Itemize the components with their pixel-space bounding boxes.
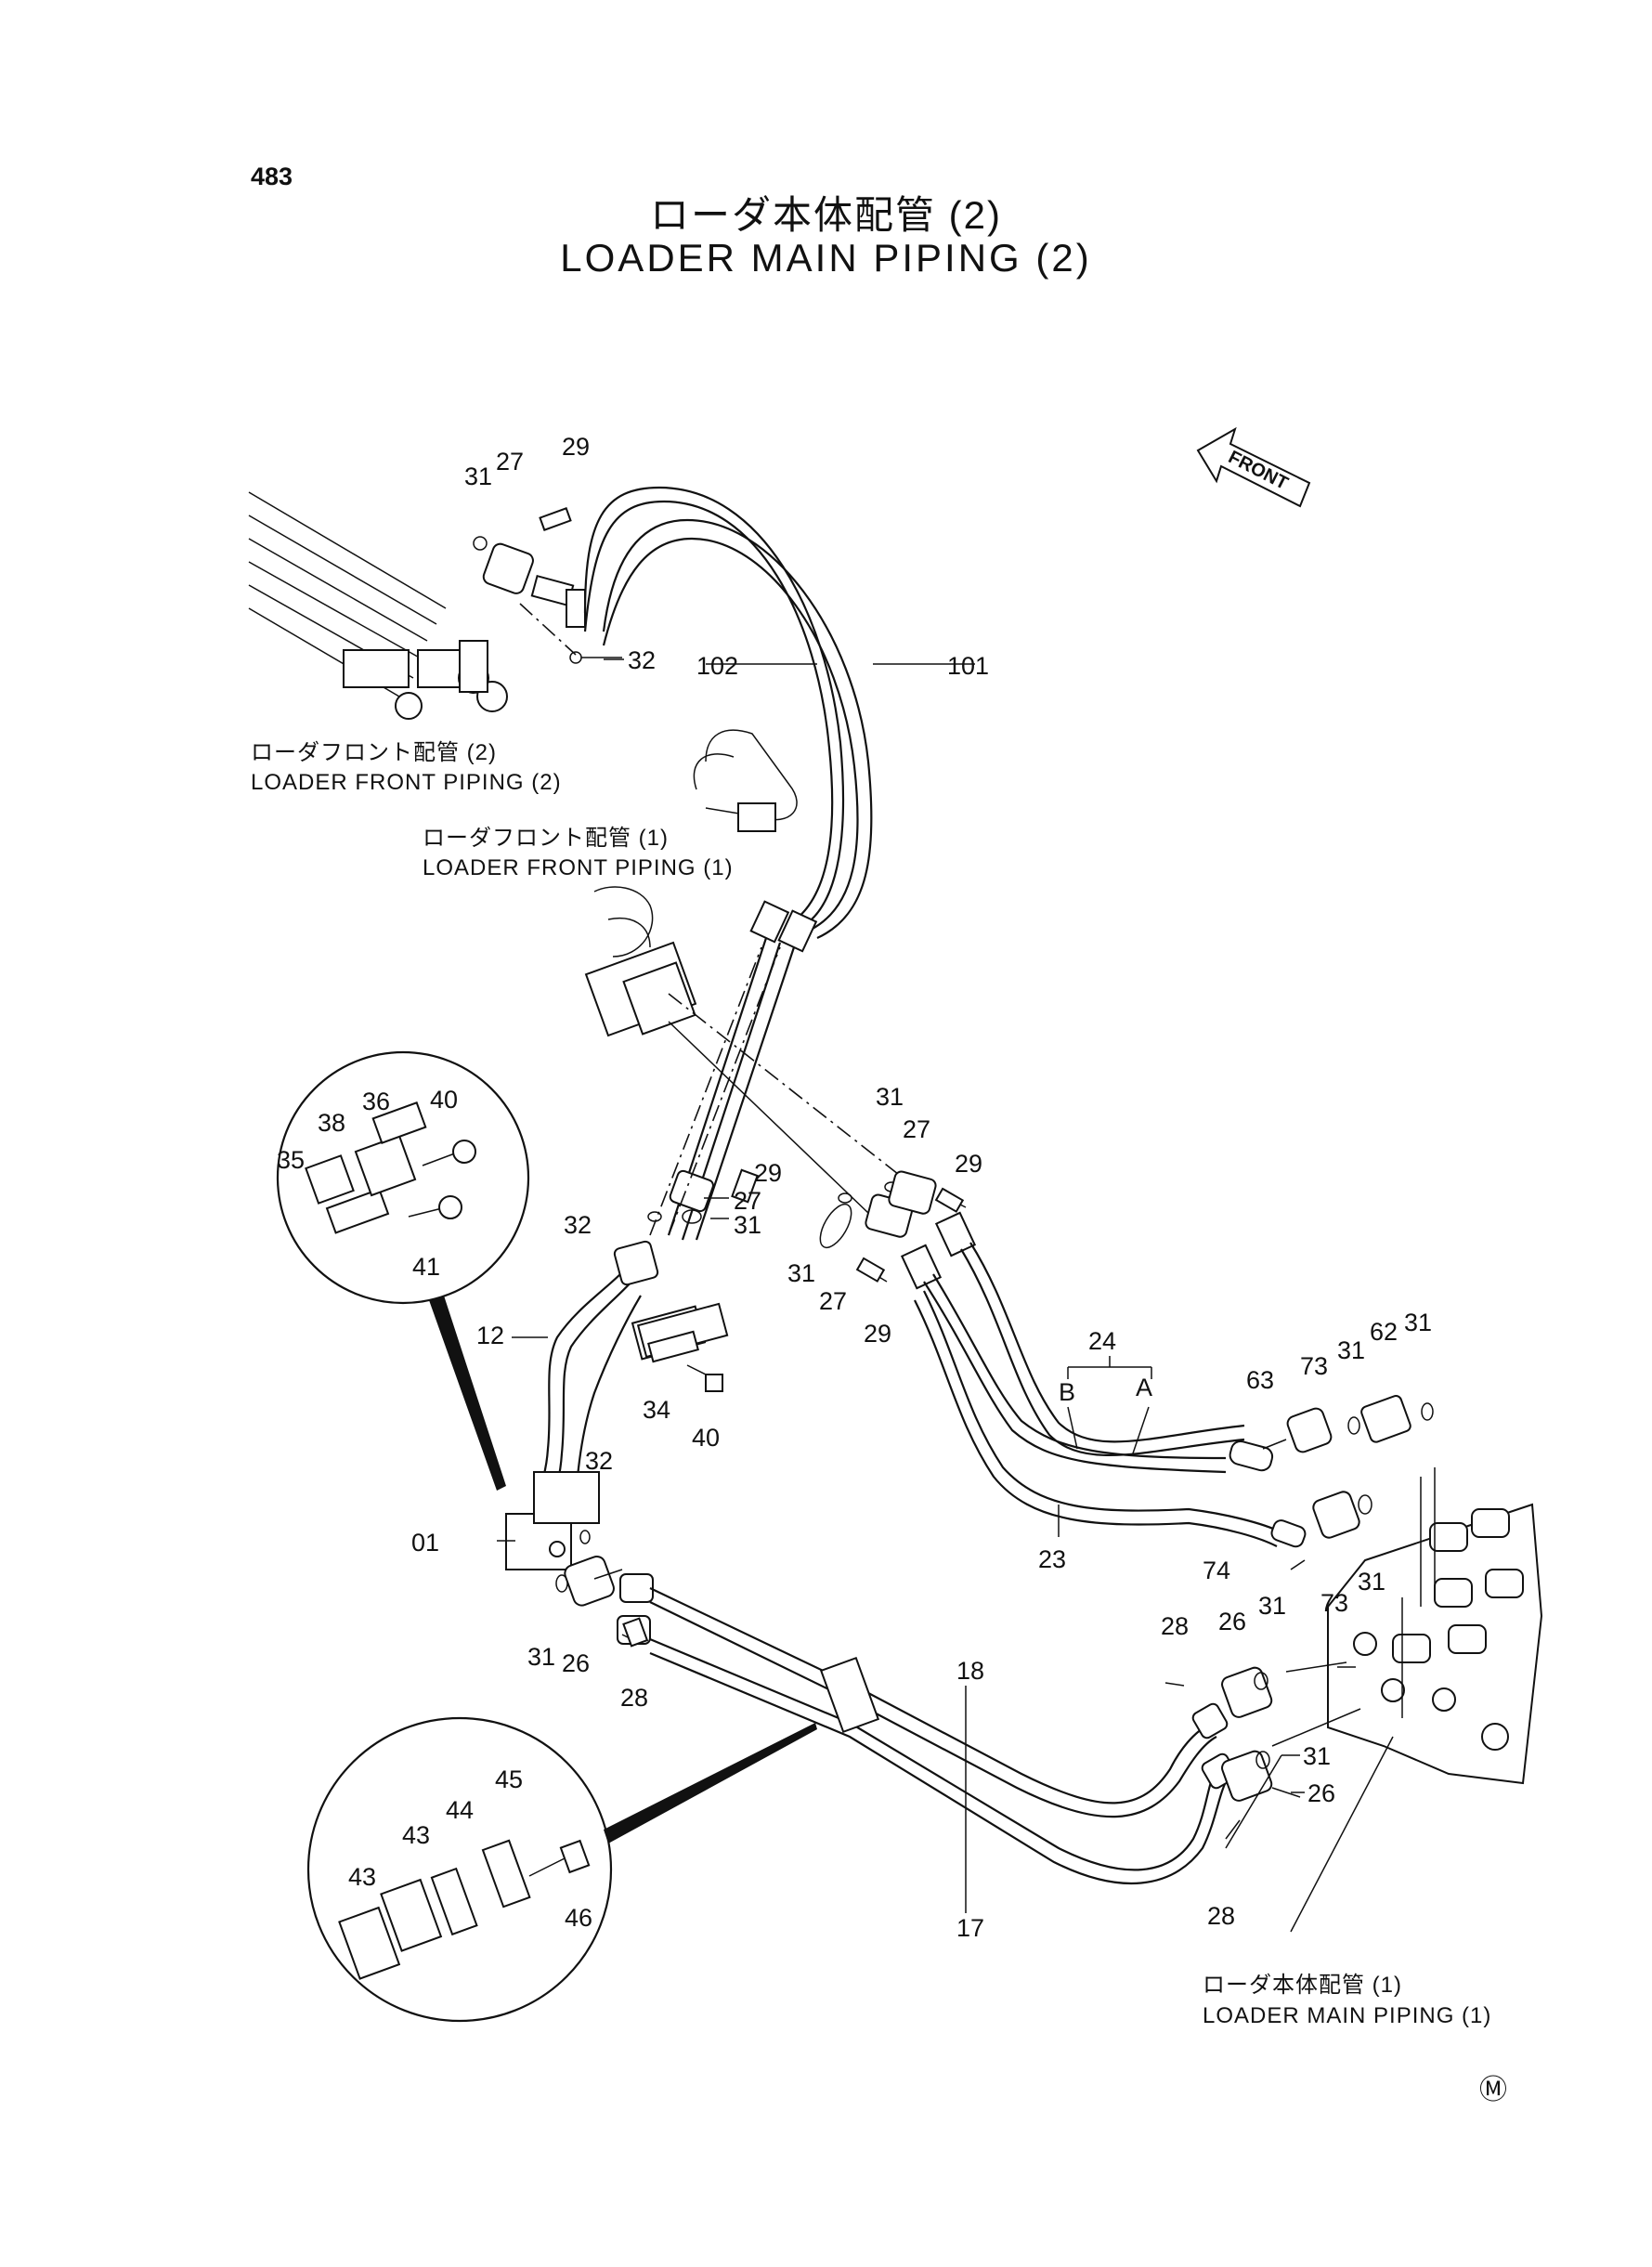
callout-32: 32 bbox=[564, 1211, 592, 1239]
callout-73: 73 bbox=[1300, 1352, 1328, 1380]
callout-31: 31 bbox=[1358, 1568, 1385, 1596]
caption-front-piping-1-jp: ローダフロント配管 (1) bbox=[423, 826, 669, 851]
callout-27: 27 bbox=[734, 1187, 761, 1215]
callout-29: 29 bbox=[754, 1159, 782, 1187]
upper-flange-assembly bbox=[473, 507, 622, 664]
clamp-34 bbox=[636, 1302, 729, 1392]
callout-29: 29 bbox=[562, 433, 590, 461]
callout-23: 23 bbox=[1038, 1545, 1066, 1573]
hose-assembly-24-23 bbox=[900, 1211, 1307, 1548]
callout-28: 28 bbox=[620, 1684, 648, 1712]
callout-numbers: 31 27 29 32 102 101 31 27 29 29 27 31 32… bbox=[277, 433, 1432, 1942]
callout-32: 32 bbox=[628, 646, 656, 674]
callout-17: 17 bbox=[956, 1914, 984, 1942]
detail-callout-36: 36 bbox=[362, 1088, 390, 1115]
callout-31: 31 bbox=[876, 1083, 904, 1111]
callout-31: 31 bbox=[1258, 1592, 1286, 1620]
callout-01: 01 bbox=[411, 1529, 439, 1557]
detail-callout-35: 35 bbox=[277, 1146, 305, 1174]
callout-18: 18 bbox=[956, 1657, 984, 1685]
callout-31: 31 bbox=[1337, 1336, 1365, 1364]
detail-callout-41: 41 bbox=[412, 1253, 440, 1281]
page-number: 483 bbox=[251, 163, 293, 190]
callout-32: 32 bbox=[585, 1447, 613, 1475]
callout-101: 101 bbox=[947, 652, 989, 680]
hose-101-102 bbox=[583, 486, 873, 1241]
callout-34: 34 bbox=[643, 1396, 670, 1424]
page-title-japanese: ローダ本体配管 (2) bbox=[649, 193, 1002, 237]
callout-31: 31 bbox=[1404, 1309, 1432, 1336]
callout-24-a: A bbox=[1136, 1374, 1152, 1401]
valve-port-flanges bbox=[1262, 1395, 1434, 1595]
callout-31: 31 bbox=[787, 1259, 815, 1287]
callout-63: 63 bbox=[1246, 1366, 1274, 1394]
detail-circle-clamp-43-46 bbox=[306, 1716, 817, 2023]
callout-26: 26 bbox=[562, 1649, 590, 1677]
tube-12-and-block-01 bbox=[505, 946, 781, 1593]
callout-29: 29 bbox=[955, 1150, 982, 1178]
callout-102: 102 bbox=[696, 652, 738, 680]
callout-26: 26 bbox=[1307, 1779, 1335, 1807]
detail-callout-43: 43 bbox=[402, 1821, 430, 1849]
control-valve-block bbox=[1271, 1467, 1543, 1785]
detail-circle-clamp-35-41 bbox=[276, 1050, 530, 1491]
callout-12: 12 bbox=[476, 1322, 504, 1349]
callout-40: 40 bbox=[692, 1424, 720, 1452]
callout-27: 27 bbox=[903, 1115, 930, 1143]
caption-front-piping-2-jp: ローダフロント配管 (2) bbox=[251, 740, 497, 765]
caption-main-piping-1-jp: ローダ本体配管 (1) bbox=[1203, 1973, 1402, 1998]
caption-front-piping-1-en: LOADER FRONT PIPING (1) bbox=[423, 855, 734, 880]
lower-left-flange bbox=[564, 1555, 654, 1648]
loader-front-piping-1-drawing bbox=[584, 729, 930, 1236]
detail-callout-44: 44 bbox=[446, 1796, 474, 1824]
callout-31: 31 bbox=[734, 1211, 761, 1239]
right-flange-pair bbox=[819, 1170, 967, 1283]
detail-callout-38: 38 bbox=[318, 1109, 345, 1137]
callout-24: 24 bbox=[1088, 1327, 1116, 1355]
caption-main-piping-1-en: LOADER MAIN PIPING (1) bbox=[1203, 2003, 1491, 2028]
callout-24-b: B bbox=[1059, 1378, 1075, 1406]
callout-27: 27 bbox=[496, 448, 524, 476]
detail-callout-46: 46 bbox=[565, 1904, 592, 1932]
page-title-english: LOADER MAIN PIPING (2) bbox=[560, 236, 1092, 280]
captions: ローダフロント配管 (2) LOADER FRONT PIPING (2) ロー… bbox=[251, 740, 1507, 2105]
caption-front-piping-2-en: LOADER FRONT PIPING (2) bbox=[251, 770, 562, 795]
callout-74: 74 bbox=[1203, 1557, 1230, 1584]
tubes-17-18 bbox=[649, 1587, 1273, 1913]
callout-31: 31 bbox=[464, 463, 492, 490]
callout-26: 26 bbox=[1218, 1608, 1246, 1635]
callout-31: 31 bbox=[1303, 1742, 1331, 1770]
detail-callout-43: 43 bbox=[348, 1863, 376, 1891]
detail-callout-40: 40 bbox=[430, 1086, 458, 1114]
callout-31: 31 bbox=[527, 1643, 555, 1671]
model-mark: Ⓜ bbox=[1479, 2075, 1507, 2105]
callout-27: 27 bbox=[819, 1287, 847, 1315]
callout-62: 62 bbox=[1370, 1318, 1398, 1346]
detail-callout-45: 45 bbox=[495, 1765, 523, 1793]
callout-73: 73 bbox=[1320, 1589, 1348, 1617]
leader-lines bbox=[497, 658, 1394, 1933]
callout-28: 28 bbox=[1207, 1902, 1235, 1930]
callout-29: 29 bbox=[864, 1320, 891, 1348]
callout-28: 28 bbox=[1161, 1612, 1189, 1640]
front-direction-arrow: FRONT bbox=[1196, 426, 1311, 508]
loader-front-piping-2-drawing bbox=[248, 491, 508, 720]
